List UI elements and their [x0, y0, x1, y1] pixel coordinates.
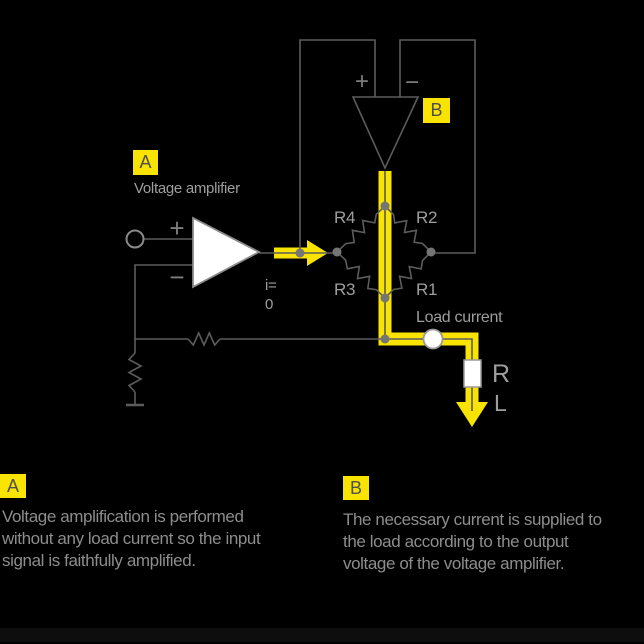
resistor-r4-label: R4	[334, 208, 356, 227]
op-amp-a-triangle-icon	[192, 216, 261, 289]
amp-b-minus-sign: −	[404, 69, 419, 96]
bridge-resistor-r4-icon	[336, 205, 386, 253]
input-terminal-icon	[125, 229, 145, 249]
note-a-text: Voltage amplification is performed witho…	[2, 506, 261, 572]
resistors	[127, 205, 432, 393]
junction-dots	[295, 201, 436, 344]
amp-a-minus-feedback-wire	[134, 264, 193, 353]
note-b-line1: The necessary current is supplied to	[343, 510, 602, 529]
note-a-line3: signal is faithfully amplified.	[2, 551, 196, 570]
feedback-resistor-icon	[187, 331, 221, 347]
load-resistor-l-subscript: L	[494, 390, 507, 416]
voltage-amplifier-label: Voltage amplifier	[134, 180, 240, 197]
note-b-line3: voltage of the voltage amplifier.	[343, 554, 565, 573]
tag-a-marker: A	[133, 150, 158, 175]
zero-current-label: i= 0	[265, 276, 277, 314]
ground-resistor-icon	[127, 352, 143, 393]
junction-dot	[380, 293, 390, 303]
load-current-label: Load current	[416, 309, 503, 326]
note-b-text: The necessary current is supplied to the…	[343, 509, 602, 575]
footer-bar	[0, 628, 644, 642]
amp-b-plus-sign: +	[354, 68, 369, 95]
amp-a-plus-sign: +	[169, 213, 185, 243]
junction-dot	[380, 201, 390, 211]
resistor-r1-label: R1	[416, 280, 438, 299]
amp-a-minus-sign: −	[169, 262, 185, 292]
zero-current-line2: 0	[265, 296, 274, 313]
note-b-line2: the load according to the output	[343, 532, 569, 551]
junction-dot	[426, 247, 436, 257]
junction-dot	[295, 248, 305, 258]
load-resistor-r-label: R	[492, 360, 510, 388]
resistor-r3-label: R3	[334, 280, 356, 299]
op-amp-b-triangle-icon	[351, 96, 420, 170]
junction-dot	[380, 334, 390, 344]
note-a-line2: without any load current so the input	[2, 529, 261, 548]
junction-dot	[332, 247, 342, 257]
bridge-resistor-r3-icon	[336, 251, 386, 299]
bridge-resistor-r1-icon	[384, 251, 432, 299]
amp-b-plus-feed-wire	[299, 39, 376, 253]
zero-current-line1: i=	[265, 277, 277, 294]
note-a-tag-marker: A	[0, 474, 26, 498]
amp-b-minus-feed-wire	[399, 39, 476, 254]
resistor-r2-label: R2	[416, 208, 438, 227]
bridge-resistor-r2-icon	[384, 205, 432, 253]
note-b-tag-marker: B	[343, 476, 369, 500]
load-current-indicator-icon	[422, 328, 444, 350]
tag-b-marker: B	[423, 98, 450, 123]
load-current-arrowhead-icon	[456, 402, 488, 427]
note-a-line1: Voltage amplification is performed	[2, 507, 244, 526]
load-resistor-icon	[463, 359, 482, 388]
